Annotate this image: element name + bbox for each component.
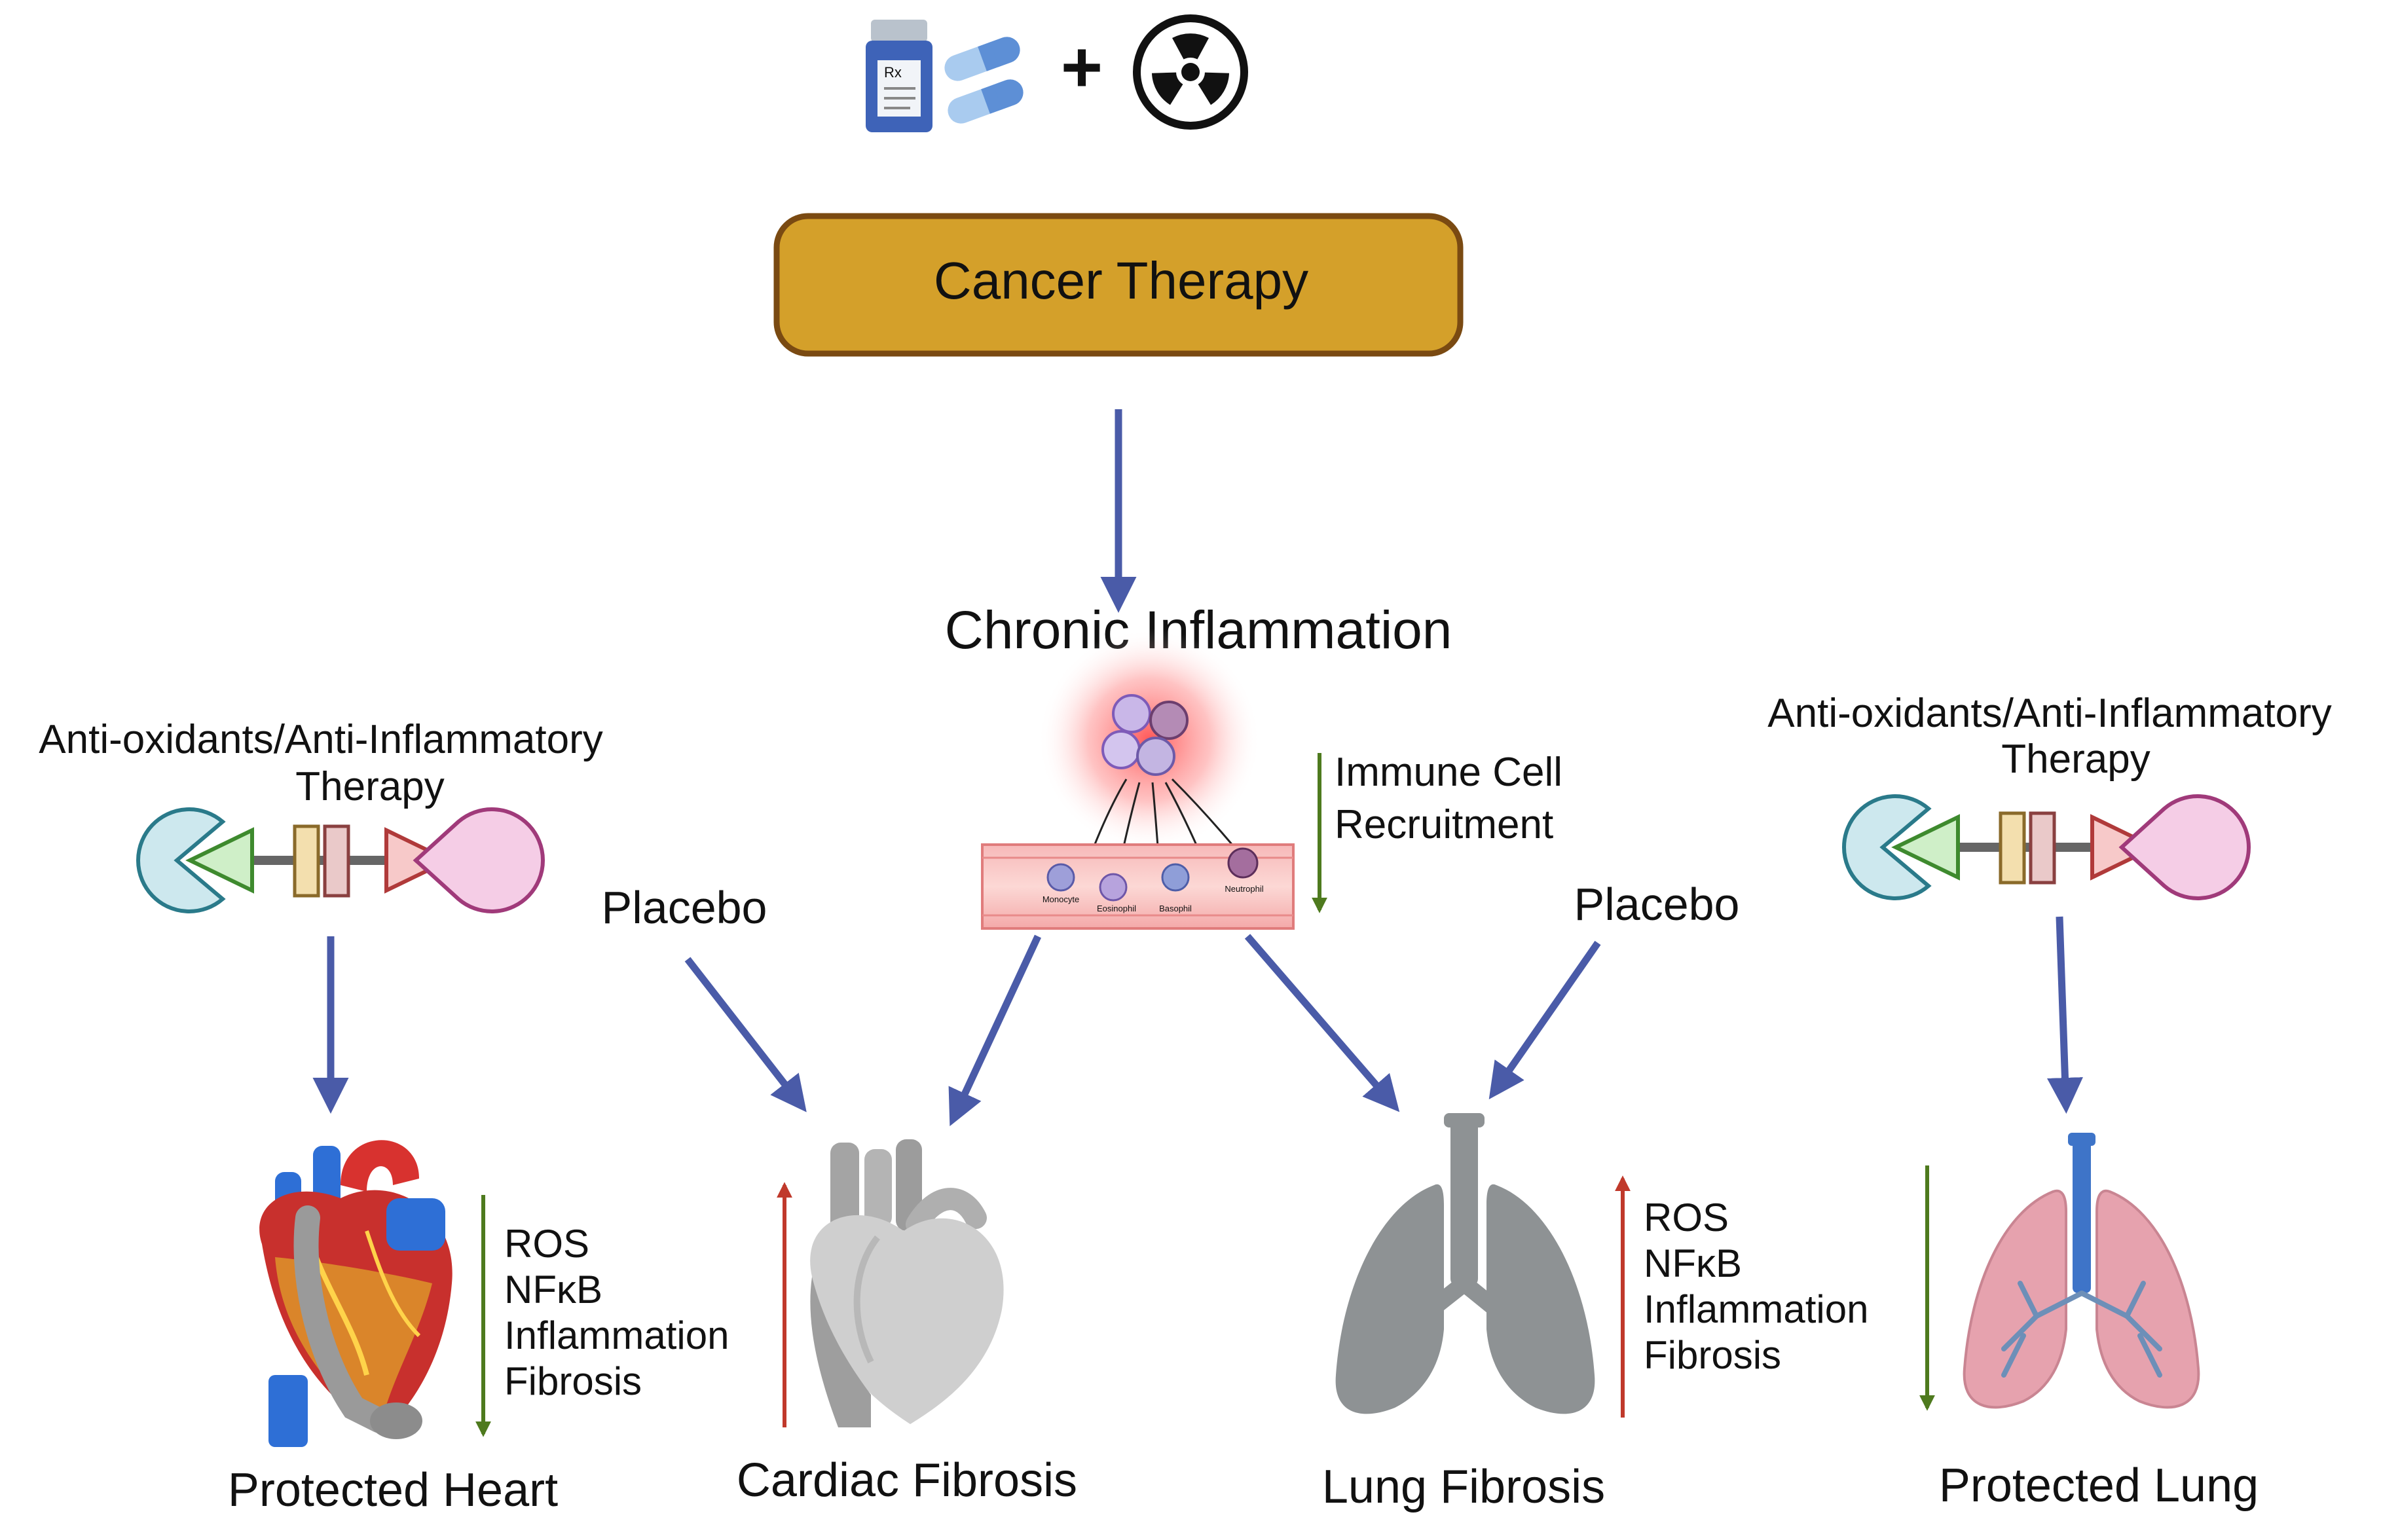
lung-fibrosis-icon: [1335, 1113, 1595, 1414]
arrow-inflammation-to-lung-fibrosis: [1244, 934, 1400, 1112]
lung-fibrosis-marker: Inflammation: [1644, 1287, 1868, 1331]
protected-heart-icon: [259, 1140, 452, 1447]
cardiac-fibrosis-heart-icon: [810, 1139, 1004, 1427]
immune-cell: [1101, 730, 1141, 769]
pill-bottle-icon: Rx: [866, 20, 932, 132]
protected-lung-label: Protected Lung: [1939, 1459, 2259, 1512]
cardiac-fibrosis-label: Cardiac Fibrosis: [737, 1454, 1077, 1507]
immune-cell: [1149, 701, 1189, 740]
rx-label: Rx: [884, 64, 902, 81]
cancer-therapy-box: Cancer Therapy: [773, 213, 1464, 357]
lung-fibrosis-marker: NFκB: [1644, 1241, 1742, 1285]
lung-fibrosis-label: Lung Fibrosis: [1322, 1461, 1605, 1513]
protected-heart-marker: Fibrosis: [504, 1359, 642, 1403]
lung-fibrosis-marker: ROS: [1644, 1196, 1729, 1239]
arrow-inflammation-to-cardiac-fibrosis: [948, 934, 1041, 1126]
immune-cell: [1136, 737, 1175, 776]
right-therapy-line2: Therapy: [2001, 737, 2150, 782]
arrow-placebo-to-cardiac-fibrosis: [684, 957, 807, 1112]
left-therapy-line1: Anti-oxidants/Anti-Inflammatory: [39, 717, 602, 762]
radiation-icon: [1133, 14, 1248, 130]
arrow-placebo-to-lung-fibrosis: [1488, 940, 1601, 1100]
cancer-therapy-label: Cancer Therapy: [934, 251, 1308, 310]
right-therapy-line1: Anti-oxidants/Anti-Inflammatory: [1767, 691, 2331, 736]
placebo-left-label: Placebo: [602, 882, 767, 933]
vessel-cell-label: Eosinophil: [1097, 904, 1136, 913]
vessel-cell-label: Neutrophil: [1225, 884, 1263, 894]
protected-heart-marker: NFκB: [504, 1268, 602, 1311]
inflammation-site: Monocyte Eosinophil Basophil Neutrophil: [981, 629, 1295, 930]
plus-symbol: +: [1061, 27, 1103, 107]
right-therapy-molecule-icon: [1842, 794, 2251, 900]
vessel-cell-label: Monocyte: [1043, 894, 1079, 904]
immune-cell: [1112, 694, 1151, 733]
protected-heart-label: Protected Heart: [228, 1464, 558, 1516]
protected-lung-icon: [1963, 1133, 2200, 1409]
arrow-therapy-to-protected-lung: [2046, 916, 2083, 1114]
protected-heart-marker: ROS: [504, 1222, 589, 1266]
left-therapy-molecule-icon: [136, 807, 545, 913]
left-therapy-line2: Therapy: [295, 764, 444, 809]
protected-heart-marker: Inflammation: [504, 1313, 729, 1357]
immune-recruitment-line2: Recruitment: [1335, 802, 1553, 847]
lung-fibrosis-marker: Fibrosis: [1644, 1333, 1781, 1377]
vessel-cell-label: Basophil: [1159, 904, 1192, 913]
placebo-right-label: Placebo: [1574, 879, 1740, 930]
capsules-icon: [944, 37, 1024, 124]
immune-recruitment-line1: Immune Cell: [1335, 750, 1562, 795]
